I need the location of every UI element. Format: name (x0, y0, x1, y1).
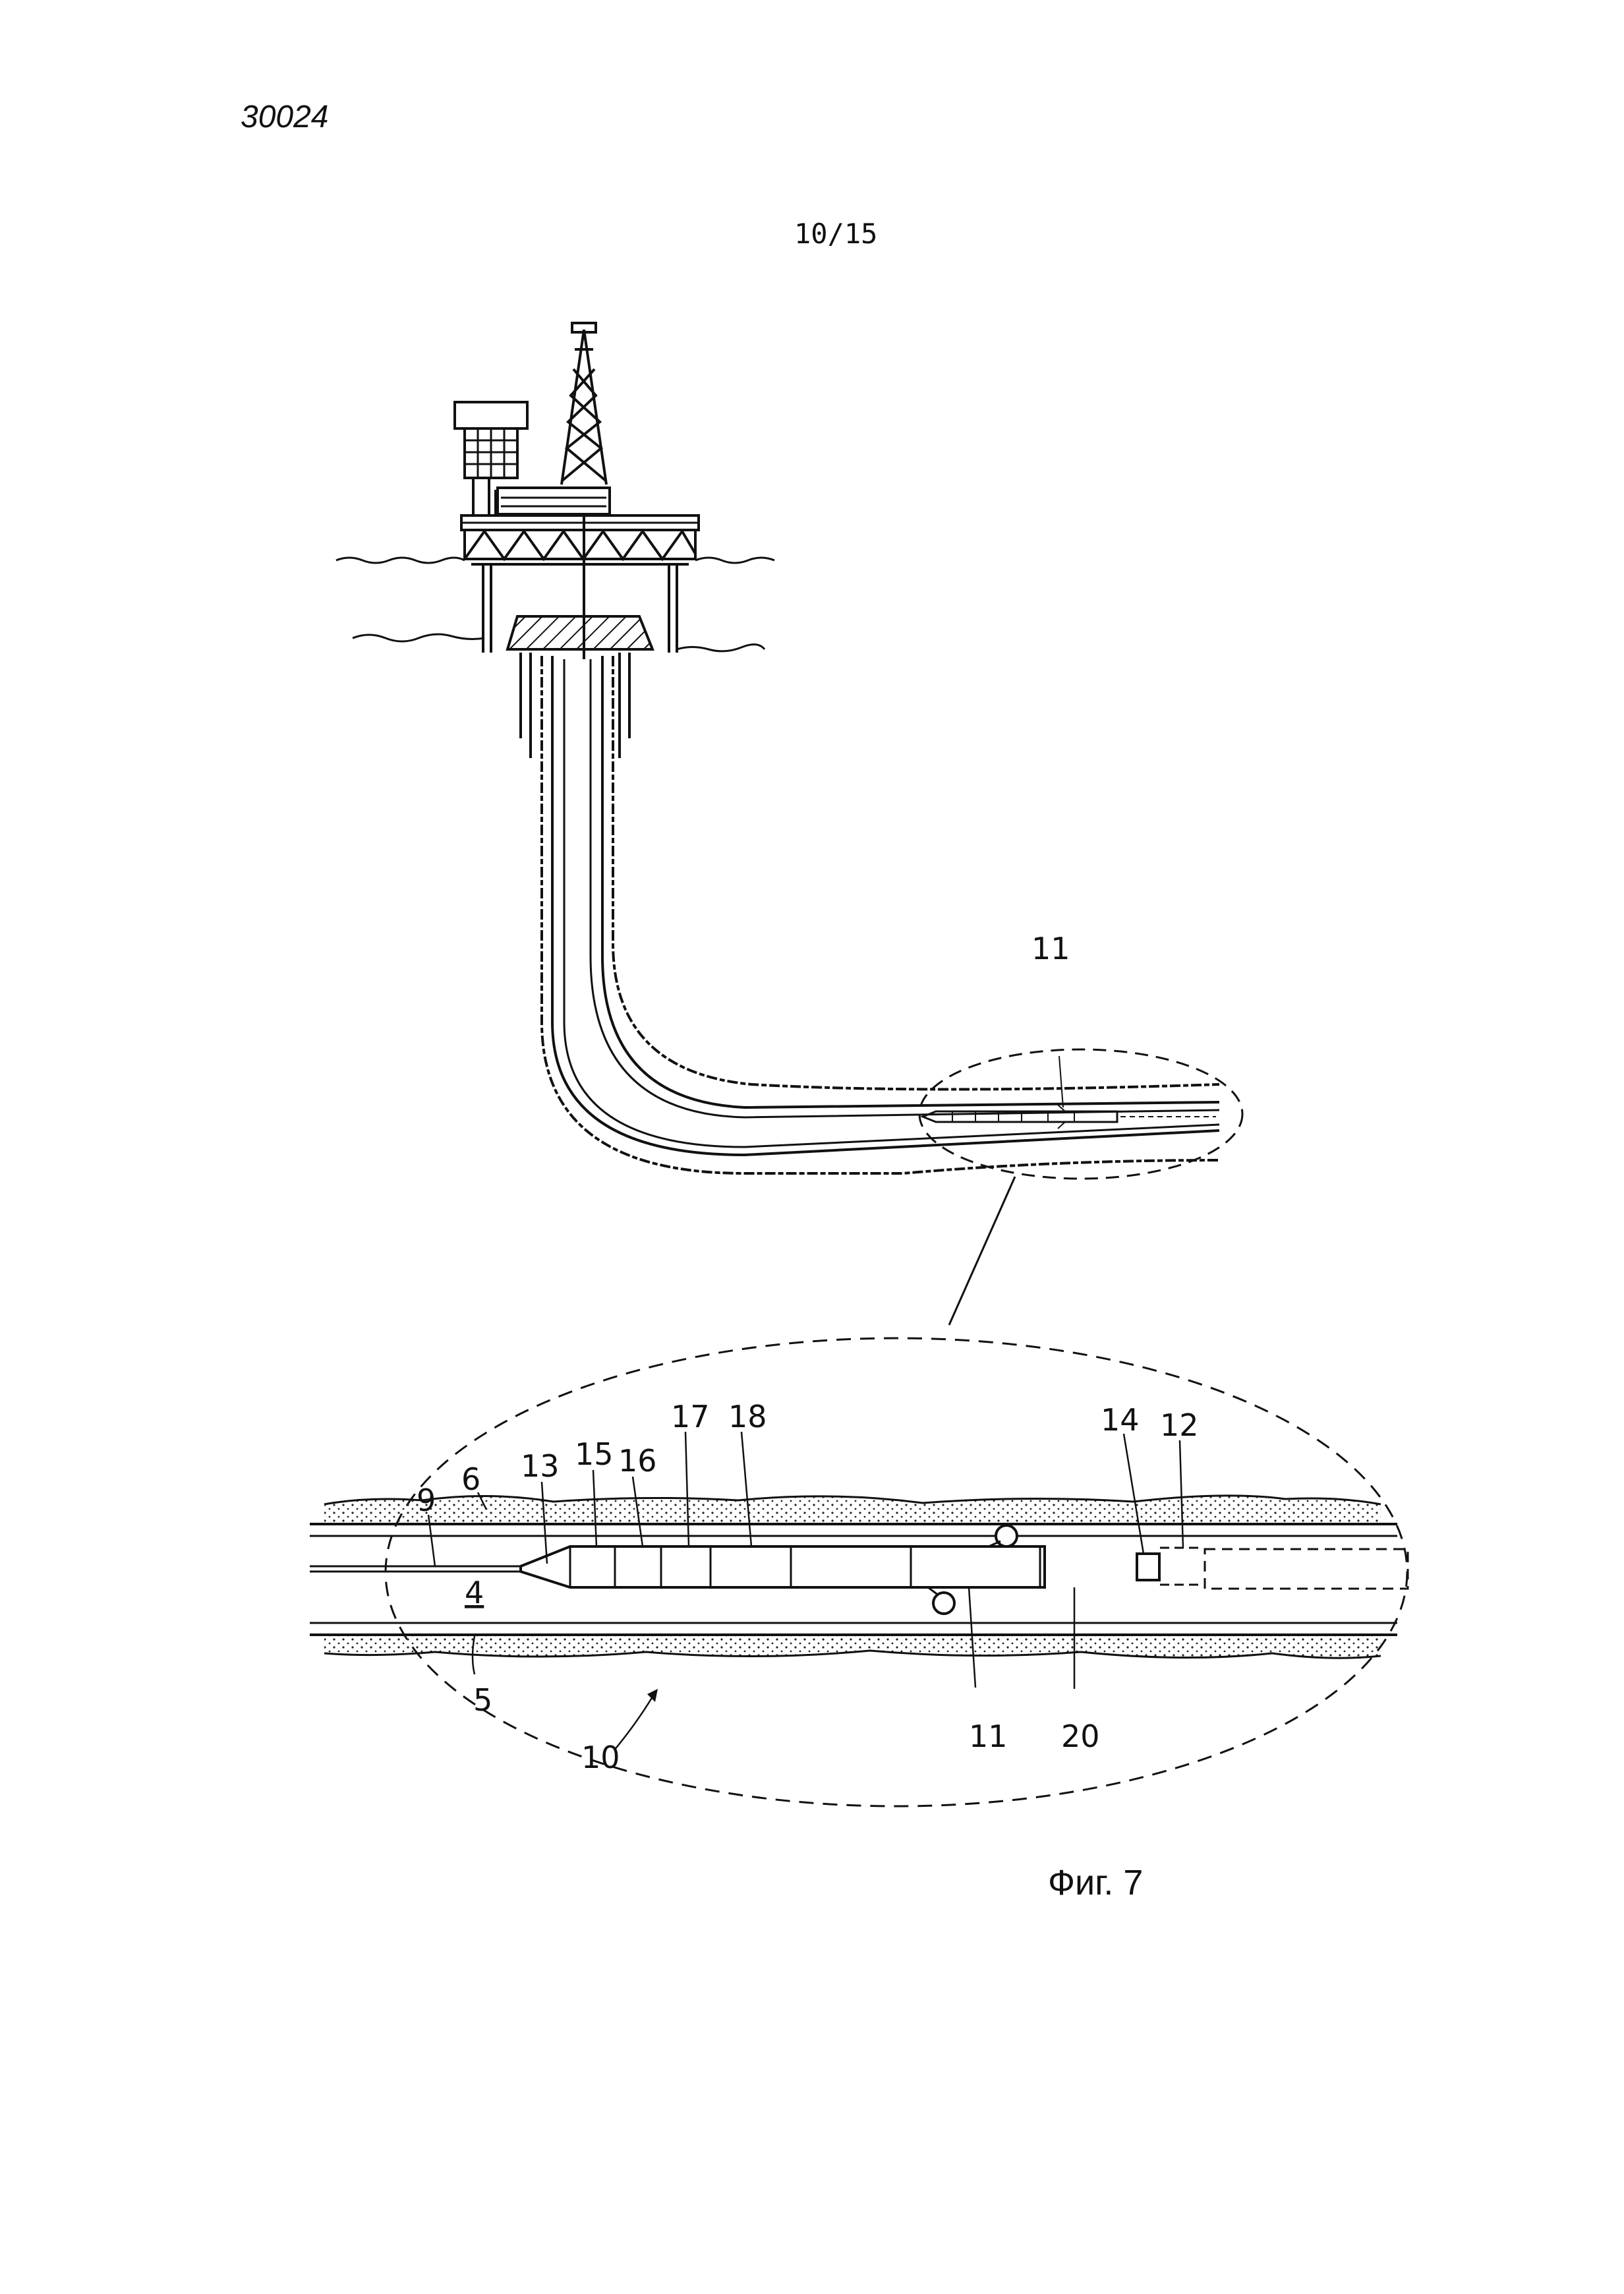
label-6: 6 (461, 1461, 480, 1497)
label-18: 18 (728, 1399, 767, 1434)
label-5: 5 (473, 1682, 492, 1718)
label-16: 16 (618, 1443, 657, 1479)
document-number: 30024 (241, 100, 329, 134)
figure-caption: Фиг. 7 (1048, 1863, 1144, 1902)
seabed (352, 633, 766, 653)
wellbore-overview (540, 656, 1244, 1326)
sea-surface (335, 556, 775, 564)
label-20: 20 (1061, 1719, 1100, 1754)
label-14: 14 (1101, 1402, 1140, 1438)
label-10: 10 (581, 1740, 620, 1775)
label-9: 9 (417, 1483, 436, 1518)
detail-view (310, 1337, 1409, 1808)
label-17: 17 (671, 1399, 710, 1434)
offshore-platform (453, 322, 700, 758)
label-13: 13 (521, 1448, 560, 1484)
label-11-overview: 11 (1031, 931, 1070, 966)
label-11-detail: 11 (969, 1719, 1008, 1754)
label-12: 12 (1160, 1407, 1199, 1443)
page-number: 10/15 (794, 218, 878, 250)
label-4: 4 (465, 1575, 484, 1610)
detail-labels: 9 6 13 15 16 17 18 14 12 4 5 10 11 20 (417, 1399, 1199, 1775)
label-15: 15 (575, 1436, 614, 1472)
